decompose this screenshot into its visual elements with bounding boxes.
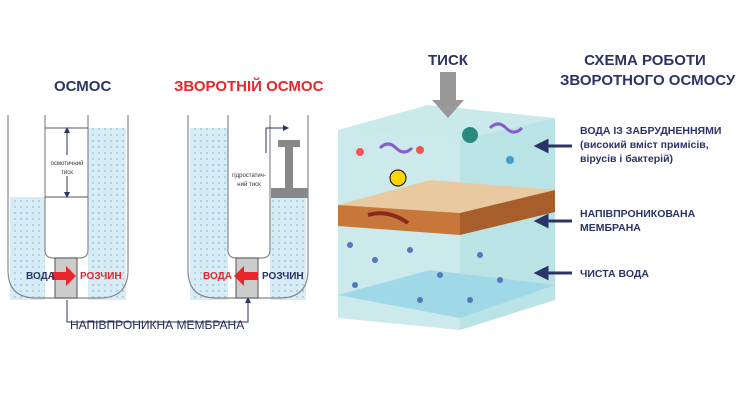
membrane-scheme-label: НАПІВПРОНИКОВАНА МЕМБРАНА	[580, 207, 695, 235]
dirty-water-line3: вірусів і бактерій)	[580, 153, 674, 165]
osmosis-title: ОСМОС	[54, 78, 112, 95]
scheme-title-1: СХЕМА РОБОТИ	[584, 52, 706, 69]
solution-label-1: РОЗЧИН	[80, 271, 122, 282]
pressure-arrow	[432, 72, 464, 118]
contaminant-particles	[356, 122, 524, 225]
dirty-water-line1: ВОДА ІЗ ЗАБРУДНЕННЯМИ	[580, 125, 722, 137]
flow-arrow-left	[234, 266, 258, 286]
membrane-line1: НАПІВПРОНИКОВАНА	[580, 208, 696, 220]
flow-arrow-right	[52, 266, 76, 286]
membrane-label: НАПІВПРОНИКНА МЕМБРАНА	[70, 318, 245, 332]
scheme-title-2: ЗВОРОТНОГО ОСМОСУ	[560, 72, 736, 89]
hydrostatic-pressure-label: гідростатич-ний тиск	[232, 173, 266, 188]
pressure-label: ТИСК	[428, 52, 468, 69]
membrane-line2: МЕМБРАНА	[580, 222, 641, 234]
water-label-1: ВОДА	[26, 271, 55, 282]
piston	[271, 140, 308, 198]
osmosis-beaker	[7, 115, 129, 300]
water-label-2: ВОДА	[203, 271, 232, 282]
membrane-top	[338, 180, 555, 213]
membrane-pointer	[66, 297, 251, 323]
reverse-osmosis-title: ЗВОРОТНІЙ ОСМОС	[174, 78, 324, 95]
dirty-water-label: ВОДА ІЗ ЗАБРУДНЕННЯМИ (високий вміст при…	[580, 124, 721, 166]
solution-label-2: РОЗЧИН	[262, 271, 304, 282]
osmotic-pressure-label: осмотичний тиск	[50, 161, 84, 176]
ro-cube	[338, 105, 555, 330]
clean-water-molecules	[347, 242, 503, 303]
reverse-osmosis-beaker	[187, 115, 309, 300]
clean-water-label: ЧИСТА ВОДА	[580, 268, 649, 280]
dirty-water-line2: (високий вміст примісів,	[580, 139, 709, 151]
label-pointers	[533, 138, 572, 281]
